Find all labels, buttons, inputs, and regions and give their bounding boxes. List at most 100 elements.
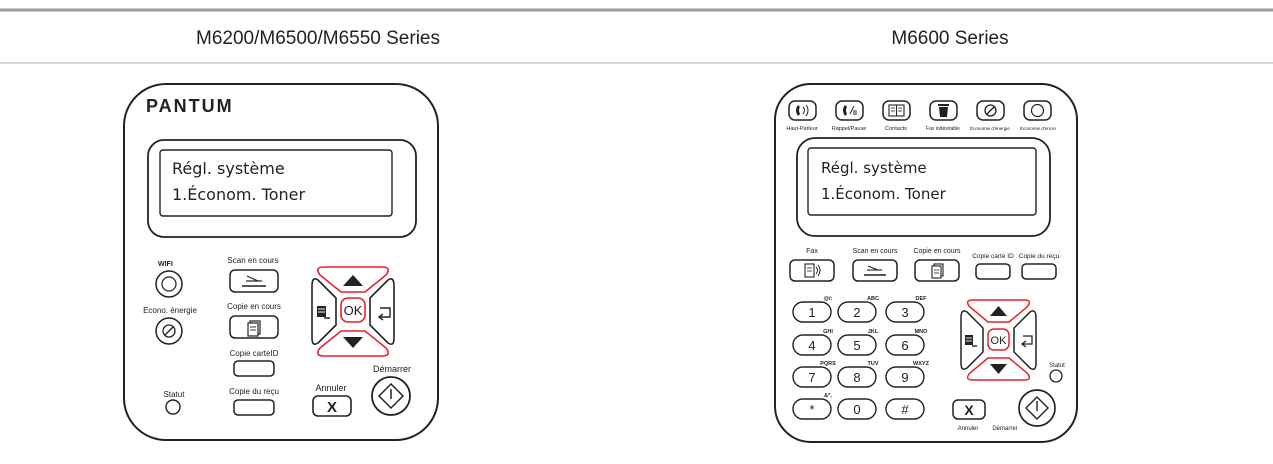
keypad-key-label: 5 <box>853 338 860 353</box>
redial-phone-icon <box>843 105 857 116</box>
ok-label: OK <box>344 303 363 318</box>
keypad-key-letters: MNO <box>915 329 929 335</box>
left-navigation-pad: OK <box>311 266 395 357</box>
power-saving-icon <box>162 324 176 338</box>
contacts-button[interactable] <box>882 100 911 121</box>
keypad-key-letters: JKL <box>868 329 879 335</box>
status-label: Statut <box>164 390 186 399</box>
up-arrow-icon-right <box>990 306 1007 316</box>
right-control-panel: Haut-Parleur Rappel/Pause Contacts Fax i… <box>774 83 1078 443</box>
column-title-right: M6600 Series <box>891 28 1008 49</box>
id-copy-button[interactable] <box>233 360 275 377</box>
scan-label-right: Scan en cours <box>853 248 898 255</box>
start-button-right[interactable] <box>1018 389 1056 427</box>
cancel-button[interactable] <box>312 395 352 417</box>
keypad-key[interactable]: 3 DEF <box>885 296 928 323</box>
keypad-key[interactable]: 4 GHI <box>792 329 833 356</box>
keypad-key-letters: &*, <box>824 393 832 399</box>
wifi-label: WIFI <box>158 261 173 268</box>
down-arrow-icon-right <box>990 364 1007 374</box>
up-arrow-icon <box>343 275 363 286</box>
keypad-key[interactable]: 6 MNO <box>885 329 929 356</box>
top-label-ink-saving: Économie d'encre <box>1020 125 1056 131</box>
keypad-key-label: 9 <box>901 370 908 385</box>
right-lcd-line-2: 1.Économ. Toner <box>821 184 947 203</box>
keypad-key[interactable]: *&*, <box>792 393 832 420</box>
keypad-key-letters: DEF <box>916 296 928 302</box>
cancel-button-right[interactable] <box>952 399 986 420</box>
keypad-key-letters: @/: <box>824 296 833 302</box>
keypad-key[interactable]: 5 JKL <box>837 329 879 356</box>
back-button[interactable] <box>369 278 395 345</box>
scan-button[interactable] <box>229 269 279 293</box>
junk-fax-button[interactable] <box>929 100 958 121</box>
left-control-panel: PANTUM Régl. système 1.Économ. Toner WIF… <box>123 83 439 441</box>
right-lcd-line-1: Régl. système <box>821 159 927 177</box>
left-lcd-line-2: 1.Économ. Toner <box>172 185 305 204</box>
cancel-x-icon: X <box>327 399 337 416</box>
receipt-copy-label-right: Copie du reçu <box>1019 253 1060 260</box>
keypad-key[interactable]: 1 @/: <box>792 296 833 323</box>
scan-button-right[interactable] <box>852 259 898 282</box>
menu-icon <box>317 306 330 319</box>
copy-icon <box>247 320 261 337</box>
id-copy-label: Copie carteID <box>230 349 279 358</box>
keypad-key-label: 7 <box>808 370 815 385</box>
fax-icon <box>804 263 821 278</box>
copy-icon-right <box>931 263 944 279</box>
fax-button[interactable] <box>789 259 835 282</box>
keypad-key-label: 6 <box>901 338 908 353</box>
redial-pause-button[interactable] <box>835 100 864 121</box>
receipt-copy-button[interactable] <box>233 399 275 416</box>
econo-button[interactable] <box>155 317 183 345</box>
start-icon <box>377 382 405 410</box>
scan-label: Scan en cours <box>227 256 278 265</box>
left-lcd-screen <box>159 149 393 217</box>
receipt-copy-button-right[interactable] <box>1021 263 1057 280</box>
down-arrow-icon <box>343 337 363 348</box>
receipt-copy-label: Copie du reçu <box>229 387 279 396</box>
menu-icon-right <box>965 335 977 347</box>
wifi-button[interactable] <box>155 270 183 298</box>
keypad-key-label: 1 <box>808 305 815 320</box>
keypad-key[interactable]: 0 <box>837 398 877 420</box>
econo-label: Econo. énergie <box>143 306 197 315</box>
keypad-key-letters: GHI <box>823 329 833 335</box>
power-saving-button-right[interactable] <box>976 100 1005 121</box>
keypad-key-label: 2 <box>853 305 860 320</box>
top-label-redial: Rappel/Pause <box>832 126 867 132</box>
cancel-label: Annuler <box>315 383 346 393</box>
ink-saving-button[interactable] <box>1023 100 1052 121</box>
keypad-key[interactable]: # <box>885 398 925 420</box>
id-copy-button-right[interactable] <box>975 263 1011 280</box>
start-label-right: Démarrer <box>992 426 1017 432</box>
top-label-contacts: Contacts <box>885 126 907 132</box>
top-label-junk-fax: Fax indésirable <box>926 126 960 132</box>
keypad-key-label: 0 <box>853 402 860 417</box>
ok-button-right[interactable] <box>987 328 1010 351</box>
keypad-key-letters: TUV <box>868 361 879 367</box>
right-lcd-screen <box>807 147 1037 216</box>
column-title-left: M6200/M6500/M6550 Series <box>196 28 440 49</box>
left-lcd-line-1: Régl. système <box>172 159 285 178</box>
trash-icon <box>938 104 949 117</box>
speaker-button[interactable] <box>788 100 817 121</box>
speaker-phone-icon <box>796 104 809 117</box>
start-button[interactable] <box>371 376 411 416</box>
back-icon <box>377 307 391 321</box>
back-icon-right <box>1020 335 1033 348</box>
keypad-key-label: 3 <box>901 305 908 320</box>
keypad-key-label: 4 <box>808 338 815 353</box>
copy-button-right[interactable] <box>914 259 960 282</box>
back-button-right[interactable] <box>1013 310 1037 370</box>
copy-button[interactable] <box>229 315 279 339</box>
wifi-icon <box>161 276 177 292</box>
contacts-book-icon <box>888 104 905 117</box>
ok-button[interactable] <box>340 297 366 323</box>
